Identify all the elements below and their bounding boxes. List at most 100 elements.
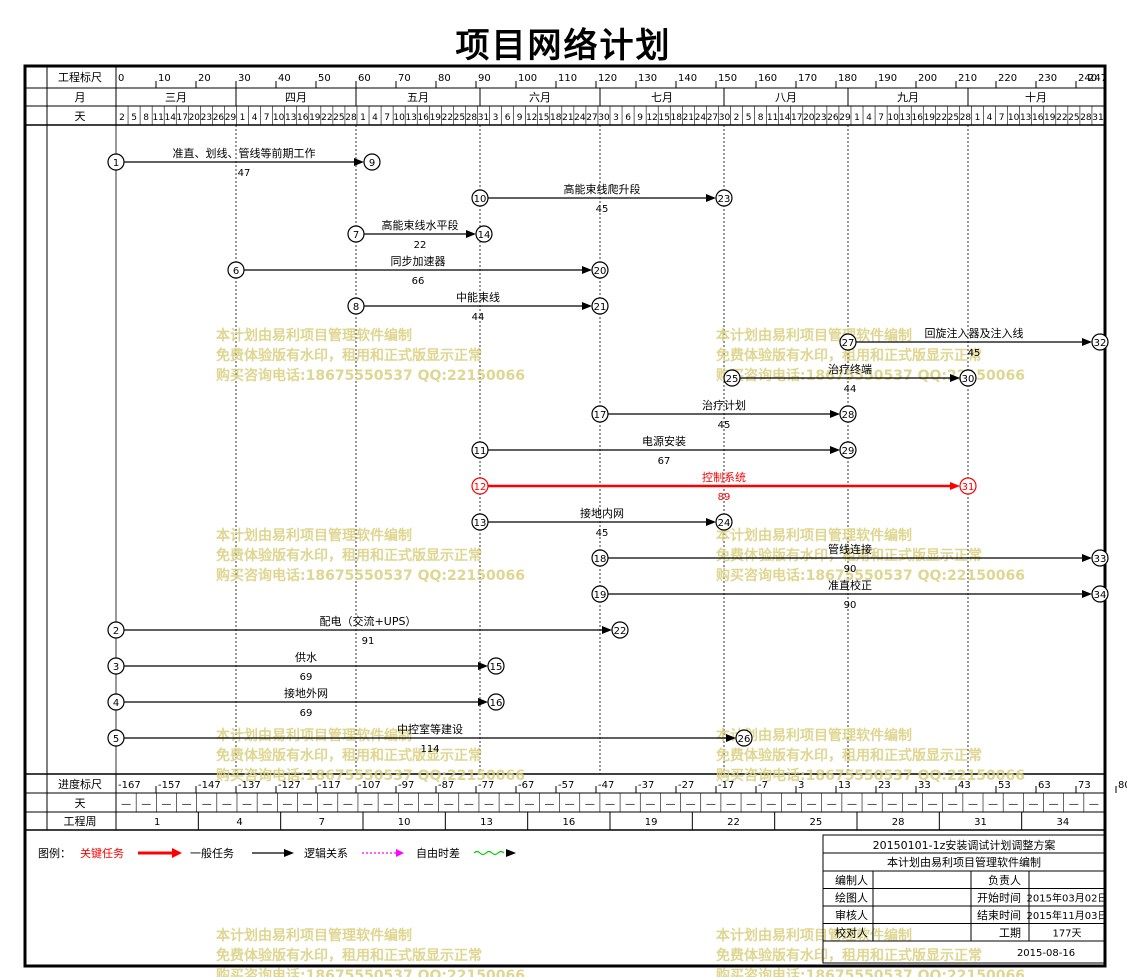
- scale-tick-label: 40: [278, 73, 291, 84]
- task-start-node: [107, 153, 125, 171]
- task-start-node-label: 3: [113, 662, 119, 673]
- task-start-node-label: 6: [233, 266, 239, 277]
- day-label: 7: [999, 113, 1005, 123]
- footer-day-dash: —: [645, 799, 655, 810]
- day-label: 27: [707, 113, 718, 123]
- footer-day-dash: —: [847, 799, 857, 810]
- footer-day-dash: —: [545, 799, 555, 810]
- footer-day-dash: —: [1008, 799, 1018, 810]
- task-end-node: [1091, 585, 1109, 603]
- watermark-line: 本计划由易利项目管理软件编制: [216, 727, 412, 744]
- progress-row-label: 进度标尺: [58, 777, 102, 791]
- day-label: 3: [613, 113, 619, 123]
- task-arrowhead: [582, 302, 592, 310]
- footer-day-dash: —: [585, 799, 595, 810]
- task-duration: 90: [844, 564, 857, 575]
- task-arrowhead: [950, 482, 960, 490]
- day-label: 10: [1008, 113, 1020, 123]
- scale-tick-label: 220: [998, 73, 1017, 84]
- day-label: 8: [143, 113, 149, 123]
- footer-day-dash: —: [1049, 799, 1059, 810]
- week-row-label: 工程周: [64, 815, 97, 828]
- task-duration: 89: [718, 492, 731, 503]
- scale-tick-label: 110: [558, 73, 577, 84]
- week-label: 13: [480, 817, 493, 828]
- scale-tick-label: 80: [438, 73, 451, 84]
- watermark-line: 购买咨询电话:18675550537 QQ:22150066: [216, 967, 525, 977]
- progress-tick-label: 53: [998, 780, 1011, 791]
- footer-day-dash: —: [444, 799, 454, 810]
- scale-tick-label: 100: [518, 73, 537, 84]
- week-label: 1: [154, 817, 160, 828]
- scale-tick-label: 140: [678, 73, 697, 84]
- day-label: 30: [719, 113, 731, 123]
- progress-tick-label: -147: [198, 780, 221, 791]
- day-label: 20: [803, 113, 815, 123]
- progress-tick-label: -107: [358, 780, 381, 791]
- scale-tick-label: 50: [318, 73, 331, 84]
- day-label: 1: [975, 113, 981, 123]
- task-duration: 45: [596, 204, 609, 215]
- day-label: 14: [779, 113, 791, 123]
- task-duration: 45: [596, 528, 609, 539]
- week-label: 28: [892, 817, 905, 828]
- outer-frame: [23, 64, 1107, 968]
- footer-day-dash: —: [948, 799, 958, 810]
- week-label: 34: [1056, 817, 1069, 828]
- task-start-node: [107, 621, 125, 639]
- day-label: 22: [442, 113, 453, 123]
- footer-day-dash: —: [907, 799, 917, 810]
- task-start-node-label: 8: [353, 302, 359, 313]
- task-end-node-label: 22: [614, 626, 627, 637]
- task-end-node-label: 16: [490, 698, 503, 709]
- task-duration: 22: [414, 240, 427, 251]
- task-duration: 47: [238, 168, 251, 179]
- watermark-line: 免费体验版有水印，租用和正式版显示正常: [716, 347, 982, 364]
- progress-tick-label: -157: [158, 780, 181, 791]
- task-duration: 114: [420, 744, 439, 755]
- task-duration: 69: [300, 708, 313, 719]
- watermark-line: 本计划由易利项目管理软件编制: [716, 527, 912, 544]
- task-start-node: [471, 513, 489, 531]
- task-arrowhead: [602, 626, 612, 634]
- week-label: 31: [974, 817, 987, 828]
- progress-tick-label: -167: [118, 780, 141, 791]
- day-label: 8: [758, 113, 764, 123]
- task-arrowhead: [582, 266, 592, 274]
- day-label: 22: [321, 113, 332, 123]
- progress-tick-label: 80: [1118, 780, 1127, 791]
- day-label: 15: [538, 113, 549, 123]
- task-end-node: [487, 657, 505, 675]
- day-label: 5: [746, 113, 752, 123]
- info-row-label: 审核人: [835, 908, 868, 922]
- scale-tick-label: 30: [238, 73, 251, 84]
- footer-day-dash: —: [726, 799, 736, 810]
- task-end-node: [839, 441, 857, 459]
- task-start-node-label: 11: [474, 446, 487, 457]
- task-start-node: [107, 693, 125, 711]
- task-end-node: [475, 225, 493, 243]
- day-label: 19: [309, 113, 321, 123]
- watermark-line: 免费体验版有水印，租用和正式版显示正常: [716, 947, 982, 964]
- day-label: 24: [695, 113, 707, 123]
- task-name: 高能束线爬升段: [564, 182, 641, 196]
- progress-tick-label: -137: [238, 780, 261, 791]
- progress-tick-label: 73: [1078, 780, 1091, 791]
- day-label: 13: [899, 113, 910, 123]
- watermark-line: 购买咨询电话:18675550537 QQ:22150066: [716, 567, 1025, 584]
- day-label: 9: [637, 113, 643, 123]
- day-label: 12: [646, 113, 657, 123]
- watermark-line: 本计划由易利项目管理软件编制: [716, 727, 912, 744]
- legend-float-label: 自由时差: [416, 846, 460, 860]
- scale-tick-label: 200: [918, 73, 937, 84]
- watermark-line: 免费体验版有水印，租用和正式版显示正常: [716, 747, 982, 764]
- footer-day-dash: —: [1069, 799, 1079, 810]
- task-end-node: [487, 693, 505, 711]
- progress-tick-label: -87: [438, 780, 454, 791]
- footer-day-dash: —: [746, 799, 756, 810]
- task-start-node-label: 25: [726, 374, 739, 385]
- progress-tick-label: -57: [558, 780, 574, 791]
- week-label: 4: [236, 817, 242, 828]
